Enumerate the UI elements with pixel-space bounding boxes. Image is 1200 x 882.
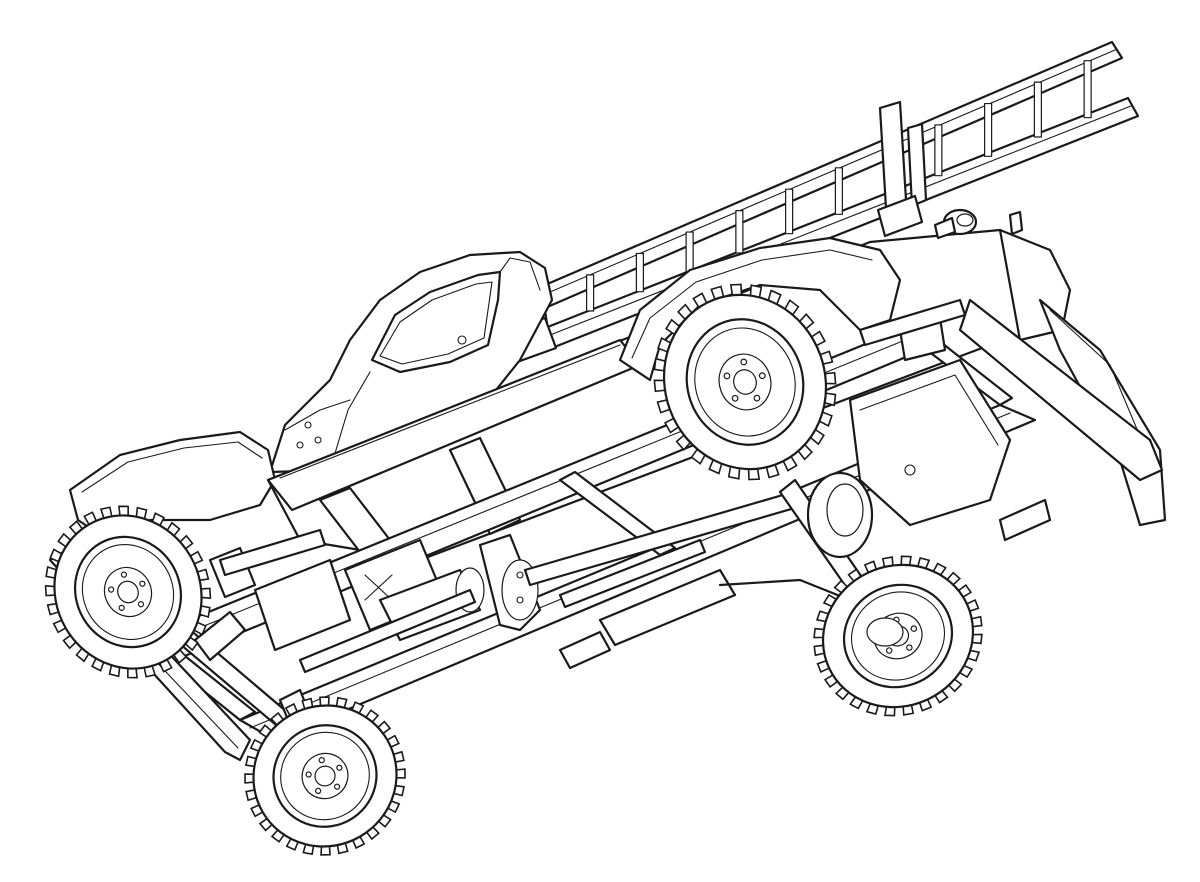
lug-nut xyxy=(885,647,893,654)
ladder-rack xyxy=(493,40,1140,368)
lug-nut xyxy=(753,394,761,402)
tow-hook xyxy=(1008,210,1024,236)
lug-nut xyxy=(137,601,145,608)
battery-box xyxy=(253,538,447,652)
lug-nut xyxy=(305,771,312,778)
lug-nut xyxy=(118,604,125,611)
ladder-rung xyxy=(735,210,744,254)
lug-nut xyxy=(315,787,322,795)
ladder-rung xyxy=(586,274,595,312)
rear-right-wheel xyxy=(813,555,983,717)
ladder-rung xyxy=(984,102,993,157)
ladder-rung xyxy=(635,252,644,293)
lug-nut xyxy=(910,625,918,632)
ladder-rung xyxy=(785,188,794,235)
ladder-rung xyxy=(834,167,843,215)
leaf-springs xyxy=(218,298,1052,577)
ladder-rung xyxy=(685,231,694,273)
fuel-tank xyxy=(848,358,1012,527)
lug-nut xyxy=(740,358,748,366)
lug-nut xyxy=(906,644,913,651)
ladder-rung xyxy=(1033,81,1042,138)
lug-nut xyxy=(731,394,739,402)
lug-nut xyxy=(120,571,128,578)
spare-wheel xyxy=(653,283,837,481)
driveshafts xyxy=(298,488,807,674)
hub-cap xyxy=(314,765,336,787)
brake-drum xyxy=(866,617,904,647)
hub-cap xyxy=(733,369,757,395)
ladder-rung xyxy=(934,124,943,177)
front-right-wheel xyxy=(244,696,406,856)
tail-light xyxy=(933,208,978,240)
front-left-wheel xyxy=(44,505,212,679)
lug-nut xyxy=(333,783,341,790)
lug-nut xyxy=(139,580,146,587)
ladder-rung xyxy=(1083,60,1092,119)
lug-nut xyxy=(336,764,343,771)
lug-nut xyxy=(318,757,325,764)
lug-nut xyxy=(108,586,115,593)
lug-nut xyxy=(758,372,766,380)
lug-nut xyxy=(723,372,731,380)
cab-window xyxy=(370,270,502,374)
hub-cap xyxy=(117,580,139,604)
